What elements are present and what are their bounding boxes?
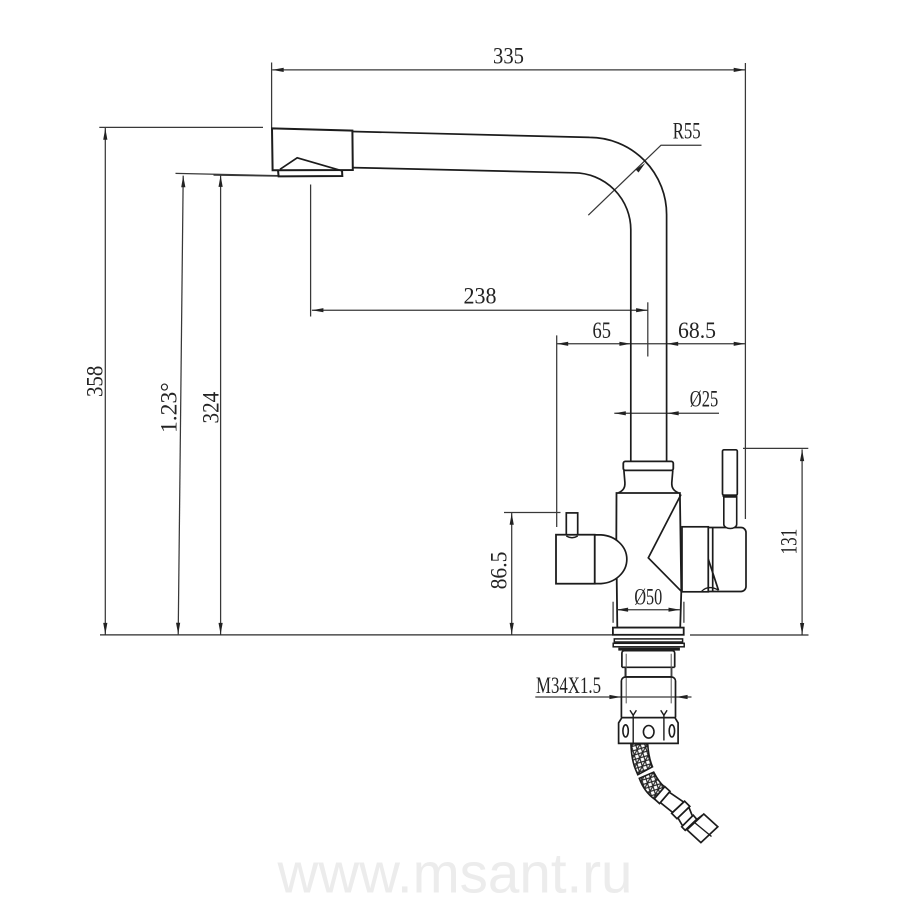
svg-text:335: 335	[493, 44, 524, 69]
svg-text:324: 324	[199, 391, 224, 423]
svg-text:Ø25: Ø25	[690, 387, 718, 412]
svg-text:358: 358	[83, 366, 108, 397]
svg-text:R55: R55	[673, 118, 701, 143]
svg-text:M34X1.5: M34X1.5	[536, 673, 601, 698]
svg-text:1.23°: 1.23°	[157, 382, 182, 433]
svg-text:86.5: 86.5	[487, 552, 512, 590]
svg-text:Ø50: Ø50	[634, 584, 662, 609]
svg-text:65: 65	[593, 318, 612, 343]
svg-text:www.msant.ru: www.msant.ru	[277, 842, 633, 901]
svg-text:238: 238	[464, 283, 497, 308]
svg-text:68.5: 68.5	[678, 318, 716, 343]
svg-text:131: 131	[777, 529, 802, 555]
